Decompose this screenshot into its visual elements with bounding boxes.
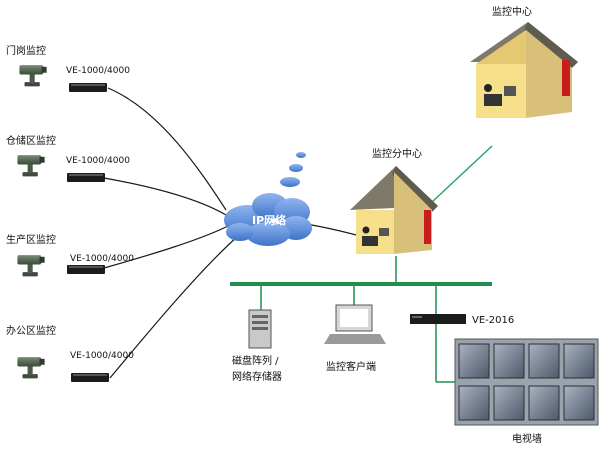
operator-icon: [362, 226, 370, 234]
site-uplinks: [103, 87, 361, 379]
uplink-warehouse: [103, 177, 227, 216]
site-production: 生产区监控 VE-1000/4000: [6, 233, 134, 277]
cloud-label: IP网络: [252, 213, 286, 227]
uplink-branch: [305, 223, 361, 237]
uplink-gate: [107, 87, 227, 211]
branch-center-house: 监控分中心: [350, 147, 438, 254]
uplink-office: [109, 235, 239, 379]
red-accent: [562, 60, 570, 96]
ip-network-cloud: IP网络: [224, 152, 312, 246]
cloud-puff: [296, 152, 306, 158]
site-gate: 门岗监控 VE-1000/4000: [6, 44, 130, 92]
encoder-icon: [71, 373, 109, 382]
screen-grid: [458, 343, 595, 421]
cloud-puff: [289, 164, 303, 172]
main-center-house: 监控中心: [470, 5, 578, 118]
lan-bus: [230, 256, 492, 383]
pc-keyboard-icon: [324, 334, 386, 344]
video-wall: 电视墙: [454, 338, 599, 445]
camera-icon: [17, 155, 45, 177]
decoder: VE-2016: [410, 314, 514, 326]
encoder-label: VE-1000/4000: [70, 351, 134, 361]
encoder-icon: [67, 173, 105, 182]
camera-icon: [19, 65, 47, 87]
operator-desk-icon: [362, 236, 378, 246]
cloud-puff: [280, 177, 300, 187]
encoder-label: VE-1000/4000: [70, 254, 134, 264]
camera-icon: [17, 357, 45, 379]
operator-desk-icon: [484, 94, 502, 106]
storage-label-line2: 网络存储器: [232, 370, 282, 383]
decoder-label: VE-2016: [472, 315, 514, 326]
branch-center-label: 监控分中心: [372, 147, 422, 160]
client-pc: 监控客户端: [324, 304, 386, 373]
red-accent: [424, 210, 431, 244]
encoder-label: VE-1000/4000: [66, 66, 130, 76]
house-interior: [476, 64, 526, 118]
monitor-icon: [379, 228, 389, 236]
site-warehouse: 仓储区监控 VE-1000/4000: [6, 134, 130, 182]
site-office: 办公区监控 VE-1000/4000: [6, 324, 134, 382]
cloud-icon: [224, 193, 312, 246]
video-wall-label: 电视墙: [512, 432, 542, 445]
storage-server: 磁盘阵列 / 网络存储器: [232, 309, 282, 383]
client-label: 监控客户端: [326, 360, 376, 373]
site-label: 门岗监控: [6, 44, 46, 57]
camera-icon: [17, 255, 45, 277]
decoder-icon: [410, 314, 466, 324]
main-center-label: 监控中心: [492, 5, 532, 18]
site-label: 办公区监控: [6, 324, 56, 337]
operator-icon: [484, 84, 492, 92]
encoder-icon: [67, 265, 105, 274]
encoder-label: VE-1000/4000: [66, 156, 130, 166]
monitor-icon: [504, 86, 516, 96]
encoder-icon: [69, 83, 107, 92]
uplink-production: [103, 225, 229, 269]
storage-label-line1: 磁盘阵列 /: [232, 354, 279, 367]
site-label: 生产区监控: [6, 233, 56, 246]
site-label: 仓储区监控: [6, 134, 56, 147]
branch-main-link: [431, 145, 493, 203]
